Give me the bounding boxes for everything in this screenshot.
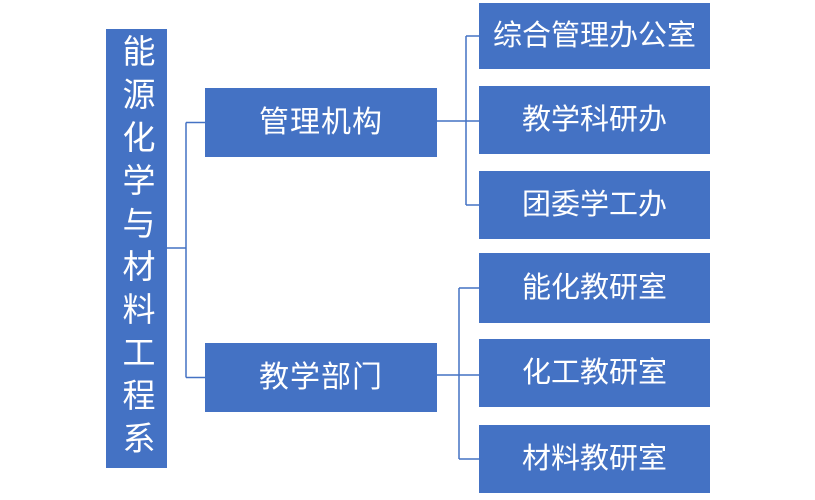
org-node-materials-staff-room: 材料教研室 [479, 425, 710, 493]
org-node-teaching-research-office: 教学科研办 [479, 86, 710, 154]
org-node-general-management-office: 综合管理办公室 [479, 3, 710, 69]
org-node-energy-chemistry-staff-room: 能化教研室 [479, 253, 710, 323]
org-node-teaching-branch: 教学部门 [205, 343, 437, 412]
org-node-youth-league-student-office: 团委学工办 [479, 171, 710, 239]
org-node-chemical-engineering-staff-room: 化工教研室 [479, 339, 710, 407]
org-node-management-branch: 管理机构 [205, 88, 437, 157]
org-node-department-root: 能源化学与材料工程系 [106, 29, 167, 468]
